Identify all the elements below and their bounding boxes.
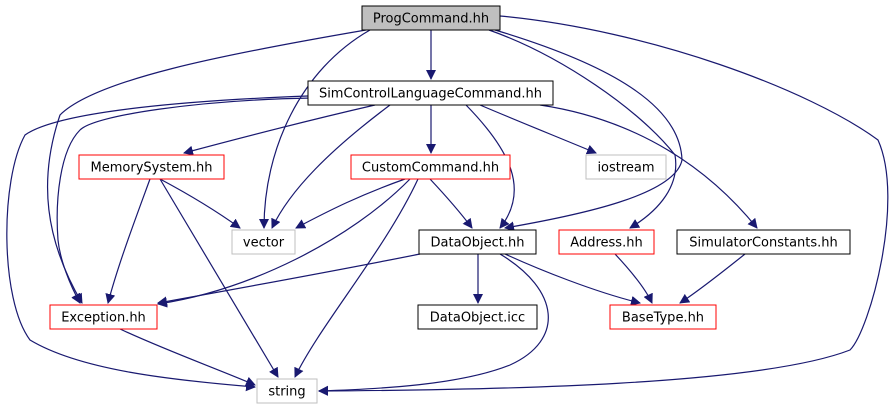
node-vector: vector [231,229,296,255]
node-box [231,229,296,255]
node-box [256,378,318,404]
node-box [307,80,554,106]
node-label: string [268,385,305,400]
node-box [350,154,511,180]
node-label: Exception.hh [61,311,146,326]
edge-sim-control-language-command-to-iostream [479,104,597,155]
node-box [418,229,537,255]
node-address[interactable]: Address.hh [558,229,655,255]
edge-prog-command-to-vector [259,29,371,229]
node-label: SimulatorConstants.hh [689,236,838,251]
nodes: ProgCommand.hhSimControlLanguageCommand.… [49,5,851,404]
edge-prog-command-to-address [488,29,677,229]
edge-custom-command-to-data-object [429,178,473,229]
edge-sim-control-language-command-to-simulator-constants [539,104,758,229]
edge-data-object-to-base-type [504,253,641,306]
edge-exception-to-string [119,328,256,387]
edge-sim-control-language-command-to-data-object [465,104,515,229]
node-label: Address.hh [570,236,642,251]
node-box [78,154,225,180]
node-sim-control-language-command[interactable]: SimControlLanguageCommand.hh [307,80,554,106]
node-data-object-icc[interactable]: DataObject.icc [417,304,538,330]
edges [6,15,889,396]
node-iostream: iostream [585,154,667,180]
node-label: ProgCommand.hh [373,12,489,27]
node-label: vector [243,236,285,251]
node-base-type[interactable]: BaseType.hh [609,304,717,330]
node-memory-system[interactable]: MemorySystem.hh [78,154,225,180]
node-custom-command[interactable]: CustomCommand.hh [350,154,511,180]
edge-prog-command-to-string [318,15,889,396]
edge-custom-command-to-string [294,178,419,378]
node-label: DataObject.hh [431,236,525,251]
node-box [558,229,655,255]
node-exception[interactable]: Exception.hh [49,304,158,330]
node-label: iostream [597,161,654,176]
node-box [361,5,501,31]
node-data-object[interactable]: DataObject.hh [418,229,537,255]
node-simulator-constants[interactable]: SimulatorConstants.hh [676,229,851,255]
edge-sim-control-language-command-to-memory-system [183,104,376,156]
node-box [49,304,158,330]
edge-memory-system-to-vector [159,178,241,229]
node-label: CustomCommand.hh [362,161,499,176]
edge-prog-command-to-exception [46,29,367,304]
node-label: DataObject.icc [430,311,525,326]
edge-sim-control-language-command-to-string [6,95,309,392]
node-label: SimControlLanguageCommand.hh [319,87,542,102]
edge-data-object-to-exception [157,253,421,307]
edge-simulator-constants-to-base-type [679,253,746,304]
node-box [676,229,851,255]
edge-memory-system-to-string [159,178,279,378]
edge-address-to-base-type [614,253,653,304]
node-box [609,304,717,330]
node-string: string [256,378,318,404]
node-label: BaseType.hh [622,311,704,326]
node-label: MemorySystem.hh [91,161,213,176]
node-box [417,304,538,330]
edge-prog-command-to-data-object [494,29,683,232]
node-box [585,154,667,180]
node-prog-command[interactable]: ProgCommand.hh [361,5,501,31]
edge-memory-system-to-exception [105,178,151,304]
edge-data-object-to-string [318,253,549,396]
edge-custom-command-to-vector [295,178,406,229]
edge-sim-control-language-command-to-vector [271,104,391,229]
edge-sim-control-language-command-to-exception [56,97,313,304]
